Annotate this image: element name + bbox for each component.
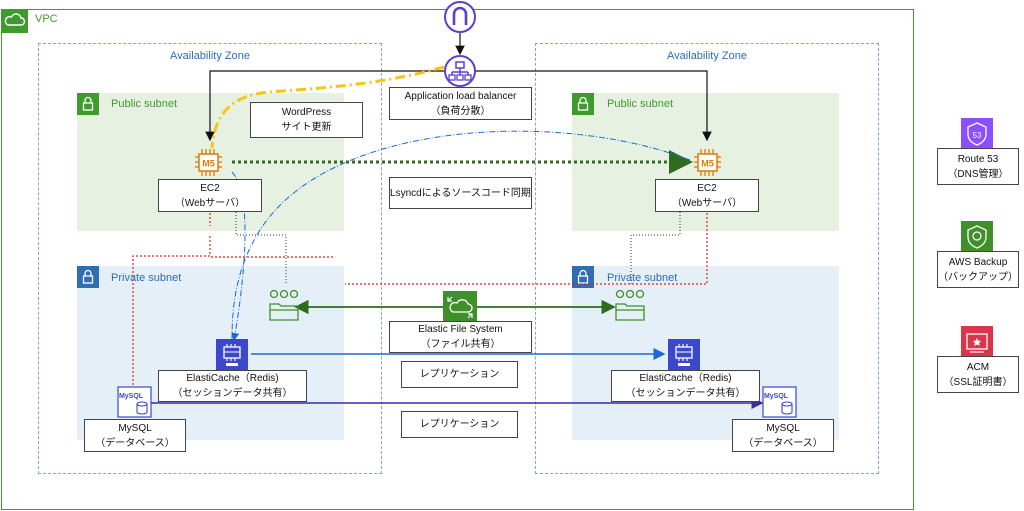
ec2-instance-icon: M5 (694, 149, 721, 176)
private-subnet-right-label: Private subnet (607, 272, 678, 284)
lsyncd-box: Lsyncdによるソースコード同期 (389, 177, 532, 209)
ec2-left-label-box: EC2 （Webサーバ） (158, 179, 262, 212)
availability-zone-right (535, 43, 879, 474)
alb-label-box: Application load balancer （負荷分散） (389, 87, 532, 120)
elasticache-left-label-box: ElastiCache（Redis) （セッションデータ共有） (158, 370, 307, 402)
aws-backup-label: AWS Backup (948, 256, 1008, 268)
availability-zone-right-label: Availability Zone (667, 50, 747, 62)
internet-gateway-icon (444, 1, 476, 33)
mysql-database-icon: MySQL (762, 386, 797, 420)
elasticache-right-sublabel: （セッションデータ共有） (625, 388, 746, 399)
alb-label: Application load balancer (404, 90, 517, 102)
elasticache-left-label: ElastiCache（Redis) (186, 373, 279, 384)
aws-backup-sublabel: （バックアップ） (938, 271, 1018, 283)
route53-sublabel: （DNS管理） (947, 168, 1009, 180)
efs-label-box: Elastic File System （ファイル共有） (389, 321, 532, 353)
lock-icon (572, 266, 594, 288)
aws-backup-icon (961, 221, 993, 253)
alb-sublabel: （負荷分散） (430, 105, 491, 117)
mysql-right-label: MySQL (766, 422, 800, 434)
replication-box: レプリケーション (401, 411, 518, 438)
mysql-left-sublabel: （データベース） (95, 437, 175, 449)
ec2-left-to-mysql-line (133, 209, 211, 395)
mysql-right-sublabel: （データベース） (743, 437, 823, 449)
ec2-left-label: EC2 (200, 182, 220, 194)
replication-box: レプリケーション (401, 361, 518, 388)
route53-label-box: Route 53 （DNS管理） (937, 148, 1019, 185)
wordpress-update-flow (210, 65, 445, 149)
ec2-left-badge: M5 (202, 159, 215, 169)
acm-label-box: ACM （SSL証明書） (937, 356, 1019, 393)
folder-icon (614, 288, 646, 324)
efs-sublabel: （ファイル共有） (420, 339, 501, 350)
ec2-right-to-efs-line (630, 209, 681, 284)
replication-label: レプリケーション (419, 369, 500, 380)
vpc-label: VPC (35, 13, 58, 25)
mysql-left-label-box: MySQL （データベース） (84, 419, 186, 452)
alb-to-ec2-right-line (476, 70, 712, 142)
mysql-right-label-box: MySQL （データベース） (732, 419, 834, 452)
ec2-left-to-cache-line (231, 171, 246, 341)
ec2-right-to-cache-left-line (231, 130, 691, 341)
folder-icon (268, 288, 300, 324)
lock-icon (77, 266, 99, 288)
ec2-right-label: EC2 (697, 182, 717, 194)
mysql-left-icon-text: MySQL (119, 393, 144, 400)
ec2-instance-icon: M5 (195, 149, 222, 176)
efs-label: Elastic File System (418, 324, 503, 335)
lock-icon (77, 93, 99, 115)
elasticache-icon (216, 339, 248, 371)
wordpress-sublabel: サイト更新 (281, 122, 332, 133)
wordpress-label: WordPress (281, 107, 332, 118)
elasticache-right-label: ElastiCache（Redis) (639, 373, 732, 384)
ec2-left-sublabel: （Webサーバ） (174, 197, 246, 209)
ec2-right-sublabel: （Webサーバ） (671, 197, 743, 209)
lock-icon (572, 93, 594, 115)
private-subnet-left-label: Private subnet (111, 272, 182, 284)
public-subnet-right-label: Public subnet (607, 98, 674, 110)
availability-zone-left (38, 43, 382, 474)
route53-icon-text: 53 (973, 131, 982, 140)
elasticache-icon (668, 339, 700, 371)
lsyncd-label: Lsyncdによるソースコード同期 (390, 187, 531, 199)
certificate-icon (961, 326, 993, 358)
ec2-right-label-box: EC2 （Webサーバ） (655, 179, 759, 212)
acm-sublabel: （SSL証明書） (943, 376, 1013, 388)
availability-zone-left-label: Availability Zone (170, 50, 250, 62)
aws-backup-label-box: AWS Backup （バックアップ） (937, 251, 1019, 288)
cloud-icon (1, 9, 28, 33)
ec2-left-to-efs-line (235, 209, 287, 284)
elasticache-right-label-box: ElastiCache（Redis) （セッションデータ共有） (611, 370, 760, 402)
elasticache-left-sublabel: （セッションデータ共有） (172, 388, 293, 399)
acm-label: ACM (966, 361, 990, 373)
mysql-right-icon-text: MySQL (764, 393, 789, 400)
mysql-database-icon: MySQL (117, 386, 152, 420)
route53-icon: 53 (961, 118, 993, 150)
elastic-file-system-icon (443, 291, 477, 324)
public-subnet-left-label: Public subnet (111, 98, 178, 110)
wordpress-box: WordPress サイト更新 (250, 102, 363, 138)
route53-label: Route 53 (957, 153, 999, 165)
ec2-right-to-mysql-left-line (210, 209, 708, 285)
ec2-right-badge: M5 (701, 159, 714, 169)
load-balancer-icon (444, 55, 476, 87)
mysql-left-label: MySQL (118, 422, 152, 434)
replication-label: レプリケーション (419, 419, 500, 430)
alb-to-ec2-left-line (205, 70, 444, 142)
